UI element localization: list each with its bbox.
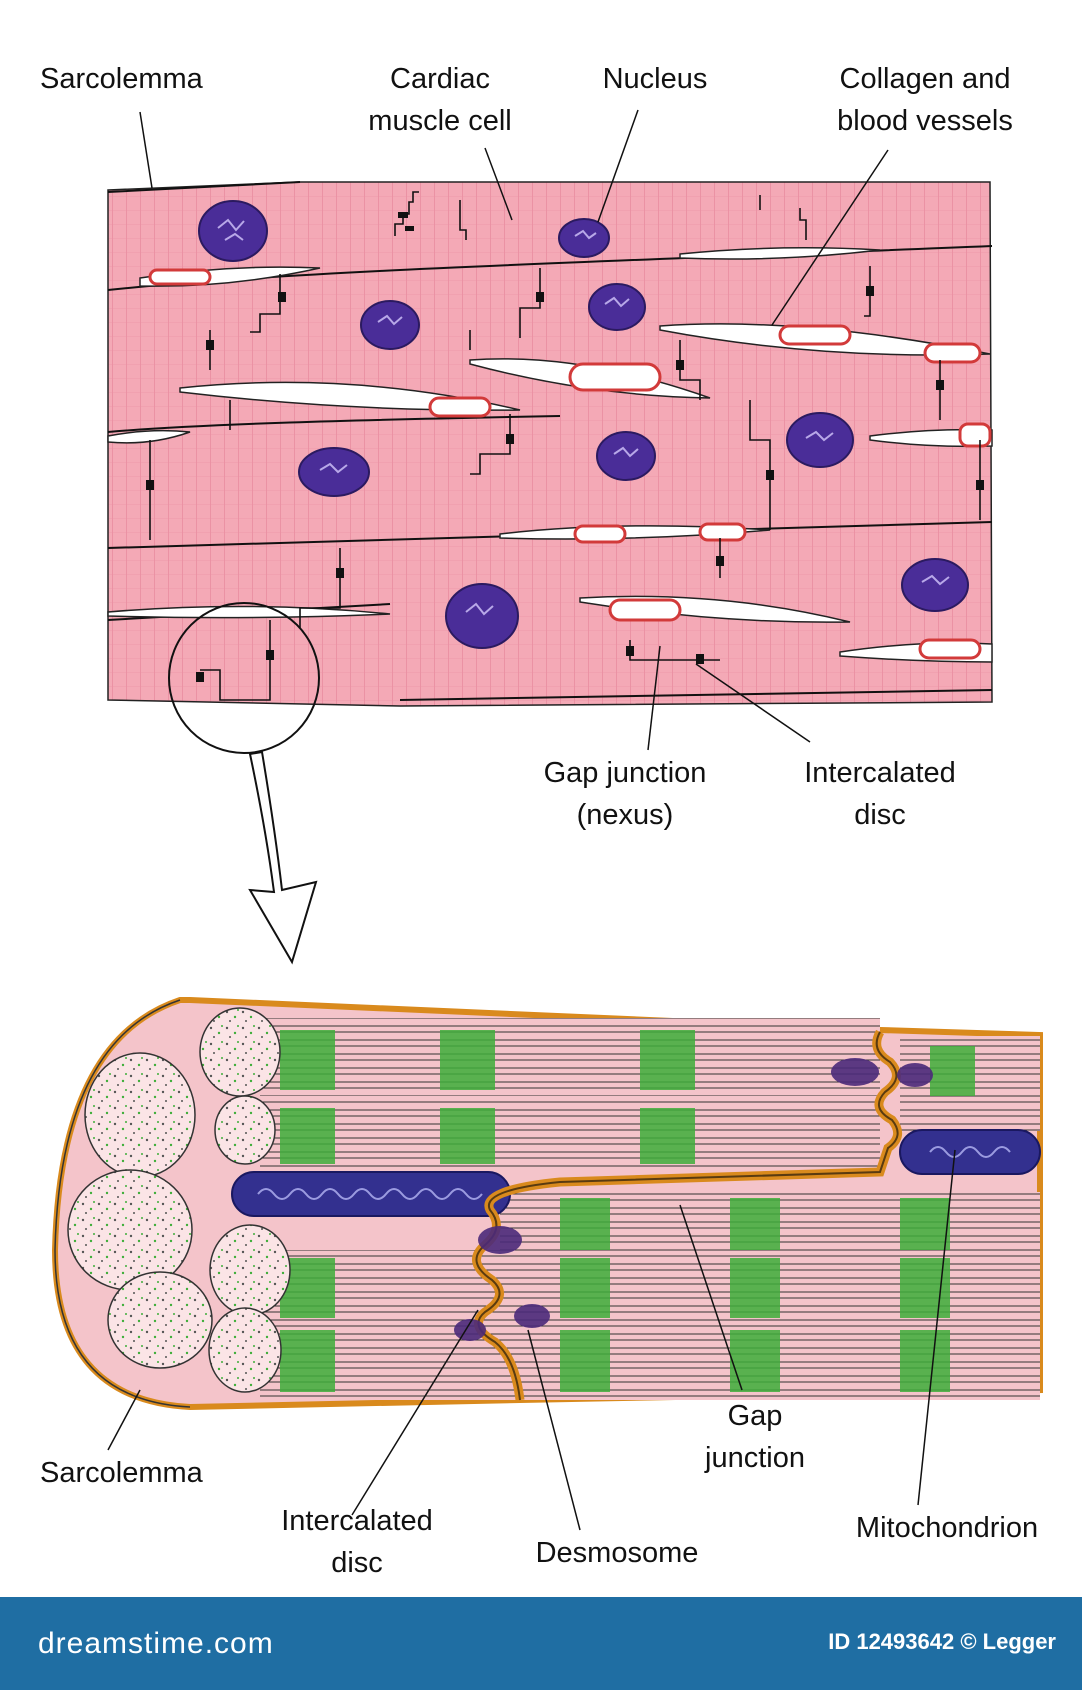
cardiac-muscle-illustration xyxy=(51,109,1043,1531)
label-desmosome: Desmosome xyxy=(535,1537,699,1569)
brand-text[interactable]: dreamstime.com xyxy=(38,1627,274,1660)
label-gap-junction-nexus: Gap junction (nexus) xyxy=(543,757,707,831)
label-mitochondrion: Mitochondrion xyxy=(855,1512,1039,1544)
tissue-panel xyxy=(107,109,993,965)
label-nucleus: Nucleus xyxy=(602,63,708,95)
label-sarcolemma-bottom: Sarcolemma xyxy=(40,1457,203,1489)
label-cardiac-muscle-cell: Cardiac muscle cell xyxy=(368,63,512,137)
label-gap-junction: Gap junction xyxy=(705,1400,805,1474)
label-intercalated-disc-bottom: Intercalated disc xyxy=(281,1505,433,1579)
label-intercalated-disc-top: Intercalated disc xyxy=(804,757,956,831)
magnifier-circle xyxy=(168,602,320,754)
myofibril-panel xyxy=(51,997,1043,1531)
label-sarcolemma-top: Sarcolemma xyxy=(40,63,203,95)
watermark-footer: dreamstime.com ID 12493642 © Legger xyxy=(0,1597,1082,1690)
image-credit: ID 12493642 © Legger xyxy=(828,1629,1056,1654)
zoom-arrow xyxy=(248,750,318,965)
label-collagen-blood-vessels: Collagen and blood vessels xyxy=(837,63,1013,137)
